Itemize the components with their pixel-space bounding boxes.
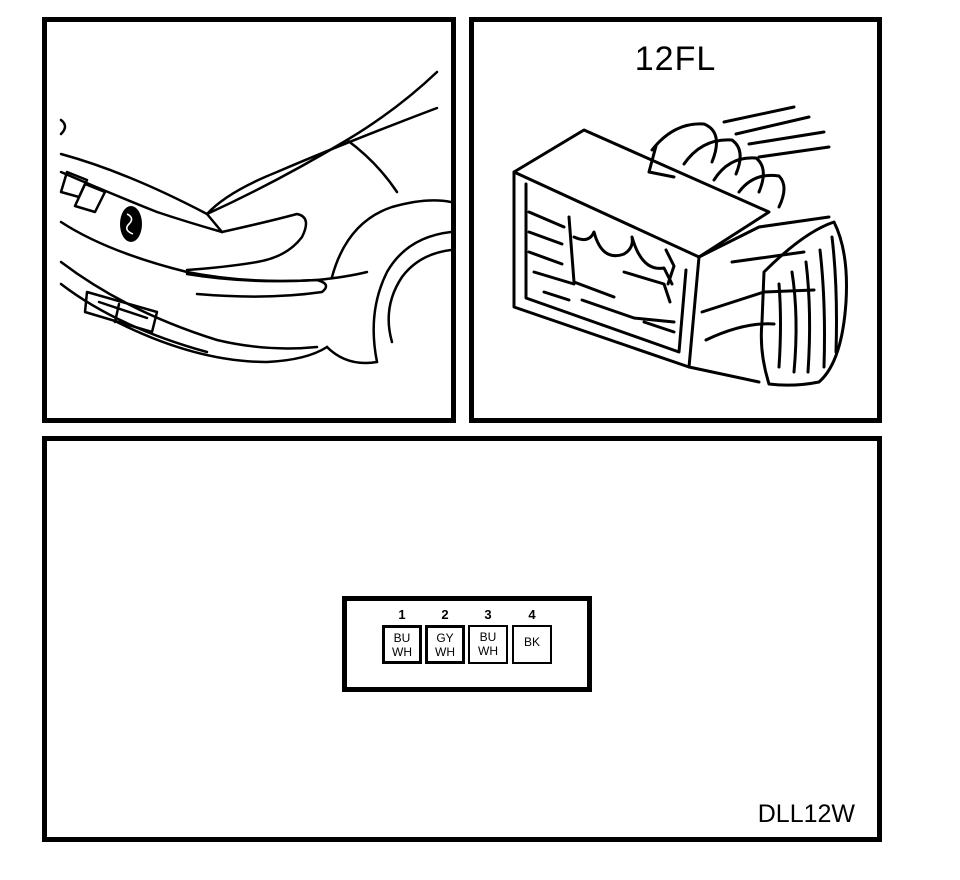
pin-cavity-4: BK — [512, 625, 552, 664]
connector-face-view: 1 2 3 4 BU WH GY WH BU WH BK — [342, 596, 592, 692]
vehicle-front-illustration — [59, 70, 451, 365]
connector-housing-illustration — [512, 105, 848, 387]
connector-id-label: 12FL — [634, 40, 717, 78]
connector-illustration-panel: 12FL — [469, 17, 882, 423]
pin-3-color-top: BU — [479, 630, 497, 644]
pin-1-color-bottom: WH — [392, 645, 412, 659]
pinout-panel: 1 2 3 4 BU WH GY WH BU WH BK DLL12W — [42, 436, 882, 842]
pin-number-4: 4 — [528, 607, 536, 622]
pin-number-3: 3 — [484, 607, 492, 622]
emblem-icon — [120, 206, 142, 242]
pin-cavity-2: GY WH — [425, 625, 465, 664]
pin-4-color-top: BK — [523, 635, 540, 649]
pin-cavity-1: BU WH — [382, 625, 422, 664]
pin-1-color-top: BU — [393, 631, 411, 645]
vehicle-location-panel — [42, 17, 456, 423]
pin-number-2: 2 — [441, 607, 449, 622]
pin-number-1: 1 — [398, 607, 406, 622]
pin-3-color-bottom: WH — [478, 644, 498, 658]
pin-2-color-bottom: WH — [435, 645, 455, 659]
pin-cavity-3: BU WH — [468, 625, 508, 664]
diagram-code-label: DLL12W — [757, 800, 855, 828]
pin-2-color-top: GY — [436, 631, 454, 645]
